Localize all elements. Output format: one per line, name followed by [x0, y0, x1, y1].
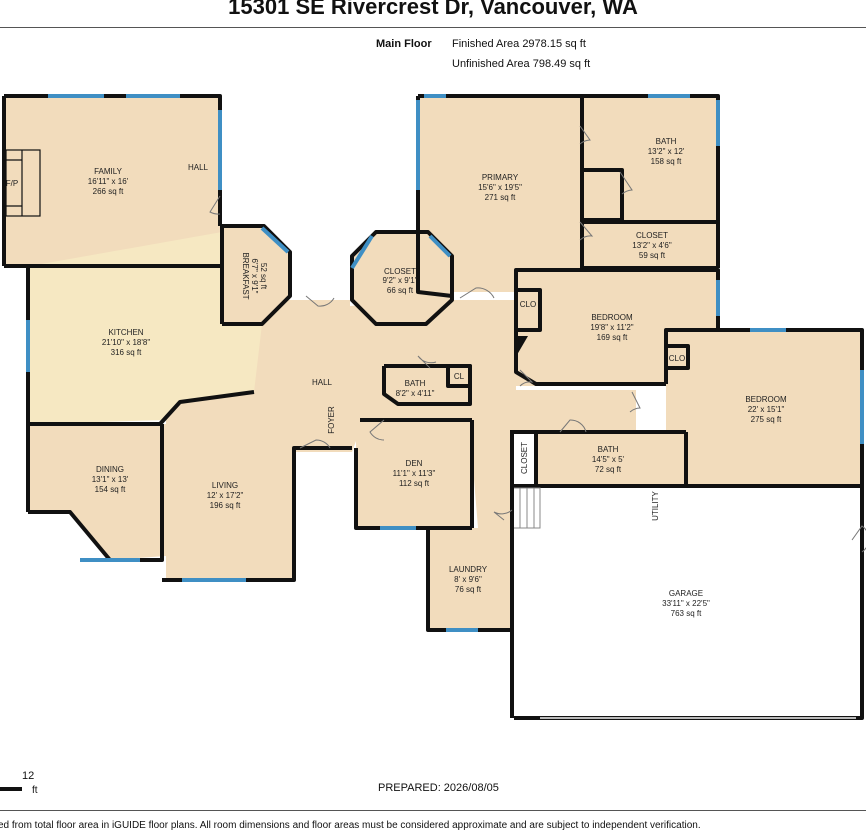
den-area: 112 sq ft [399, 479, 430, 488]
kitchen-name: KITCHEN [108, 328, 143, 337]
laundry-room [428, 528, 514, 630]
disclaimer-text: ed from total floor area in iGUIDE floor… [0, 820, 701, 831]
clo-a-label: CLO [520, 300, 536, 309]
closet-primary-name: CLOSET [636, 231, 668, 240]
garage-dim: 33'11" x 22'5" [662, 599, 710, 608]
fireplace-label: F/P [6, 179, 18, 188]
bath-hall-dim: 8'2" x 4'11" [396, 389, 435, 398]
primary-area: 271 sq ft [485, 193, 516, 202]
bath-primary-name: BATH [656, 137, 677, 146]
floor-label: Main Floor [376, 38, 432, 50]
garage-room [514, 486, 862, 718]
hall-top-name: HALL [188, 163, 209, 172]
bath-hall-name: BATH [405, 379, 426, 388]
breakfast-name: BREAKFAST [241, 252, 250, 299]
primary-bath-room [582, 96, 718, 222]
garage-area: 763 sq ft [671, 609, 702, 618]
family-dim: 16'11" x 16' [88, 177, 129, 186]
cl-label: CL [454, 372, 465, 381]
closet-side-label: CLOSET [520, 442, 529, 474]
bath-primary-dim: 13'2" x 12' [648, 147, 685, 156]
page-title: 15301 SE Rivercrest Dr, Vancouver, WA [228, 0, 638, 19]
laundry-dim: 8' x 9'6" [454, 575, 482, 584]
scale-bar [0, 787, 22, 791]
breakfast-room [222, 226, 290, 324]
family-name: FAMILY [94, 167, 123, 176]
bedroom-2-name: BEDROOM [745, 395, 787, 404]
kitchen-area: 316 sq ft [111, 348, 142, 357]
family-area: 266 sq ft [93, 187, 124, 196]
bottom-divider [0, 810, 866, 811]
finished-area: Finished Area 2978.15 sq ft [452, 38, 586, 50]
clo-b-label: CLO [669, 354, 685, 363]
living-dim: 12' x 17'2" [207, 491, 244, 500]
bath-2-dim: 14'5" x 5' [592, 455, 625, 464]
hall-mid-name: HALL [312, 378, 333, 387]
breakfast-dim: 6'7" x 9'1" [250, 259, 259, 294]
primary-closet-room [582, 222, 718, 268]
living-area: 196 sq ft [210, 501, 241, 510]
unfinished-area: Unfinished Area 798.49 sq ft [452, 58, 591, 70]
prepared-date: PREPARED: 2026/08/05 [378, 782, 499, 794]
bedroom-2-room [666, 330, 862, 486]
laundry-area: 76 sq ft [455, 585, 482, 594]
scale-value: 12 [22, 770, 35, 782]
den-name: DEN [406, 459, 423, 468]
dining-area: 154 sq ft [95, 485, 126, 494]
living-name: LIVING [212, 481, 238, 490]
bath-primary-area: 158 sq ft [651, 157, 682, 166]
den-dim: 11'1" x 11'3" [393, 469, 436, 478]
bedroom-1-area: 169 sq ft [597, 333, 628, 342]
bedroom-1-name: BEDROOM [591, 313, 633, 322]
primary-name: PRIMARY [482, 173, 519, 182]
bath-2-name: BATH [598, 445, 619, 454]
primary-room [418, 96, 582, 292]
closet-primary-area: 59 sq ft [639, 251, 666, 260]
scale-unit: ft [32, 785, 38, 796]
bath-2-area: 72 sq ft [595, 465, 622, 474]
living-room [166, 416, 294, 580]
utility-label: UTILITY [651, 490, 660, 520]
closet-mid-name: CLOSET [384, 267, 416, 276]
breakfast-area: 52 sq ft [259, 263, 268, 290]
foyer-name: FOYER [327, 406, 336, 434]
closet-primary-dim: 13'2" x 4'6" [632, 241, 672, 250]
bedroom-1-dim: 19'8" x 11'2" [590, 323, 633, 332]
primary-dim: 15'6" x 19'5" [478, 183, 522, 192]
bedroom-2-area: 275 sq ft [751, 415, 782, 424]
garage-name: GARAGE [669, 589, 703, 598]
dining-room [30, 424, 166, 560]
closet-mid-dim: 9'2" x 9'1" [383, 276, 418, 285]
closet-mid-area: 66 sq ft [387, 286, 414, 295]
top-divider [0, 27, 866, 28]
bedroom-2-dim: 22' x 15'1" [748, 405, 785, 414]
family-room [6, 98, 220, 266]
dining-dim: 13'1" x 13' [92, 475, 129, 484]
kitchen-dim: 21'10" x 18'8" [102, 338, 150, 347]
laundry-name: LAUNDRY [449, 565, 488, 574]
bath-2-room [536, 432, 684, 486]
dining-name: DINING [96, 465, 124, 474]
kitchen-room [30, 232, 262, 424]
